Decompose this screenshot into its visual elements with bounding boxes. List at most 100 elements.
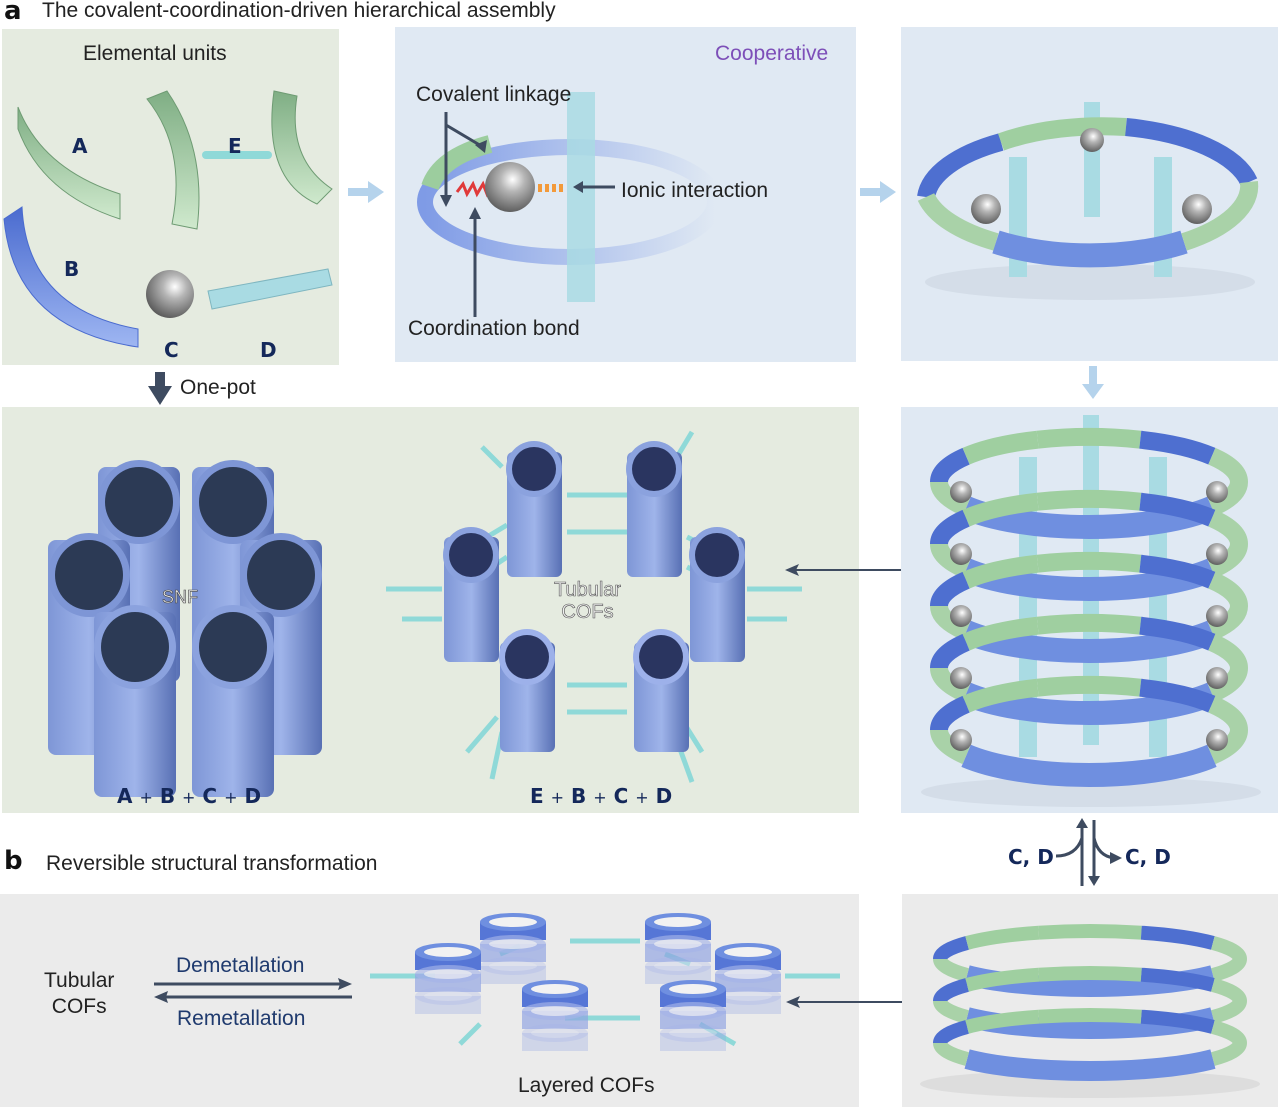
ring-segment [965, 967, 1040, 992]
ring-segment [965, 1009, 1040, 1034]
ring-segment [933, 1020, 970, 1045]
demetallation-label: Demetallation [176, 954, 305, 977]
ring-hole [489, 917, 537, 927]
tubular-cof-tubes [443, 441, 745, 752]
ring-segment [1208, 447, 1248, 483]
cd-remove-label: C, D [1125, 845, 1171, 869]
ring-segment [933, 957, 970, 982]
one-pot-label: One-pot [180, 376, 256, 399]
single-ring-panel [901, 27, 1278, 361]
ring-segment [1038, 1008, 1142, 1024]
unit-e-label: E [228, 134, 242, 158]
metal-sphere [485, 162, 535, 212]
metal-sphere-right [1206, 605, 1228, 627]
formula-plus: + [139, 788, 153, 807]
unit-c-label: C [164, 338, 179, 362]
cof-tube [689, 527, 745, 662]
ring-segment [1140, 925, 1215, 950]
rod-slab [567, 92, 595, 302]
ring-segment [930, 633, 970, 669]
cooperative-title: Cooperative [715, 42, 829, 65]
panel-b-letter: b [4, 846, 23, 876]
ring-hole [424, 969, 472, 979]
ring-segment [933, 999, 970, 1024]
ring-segment [933, 978, 970, 1003]
annotation-arrows [444, 112, 615, 317]
ring-segment [962, 616, 1039, 651]
layered-cof-stack [415, 943, 481, 1014]
ring-segment [1036, 552, 1142, 573]
cof-tube [633, 629, 689, 752]
snf-tube [192, 605, 274, 797]
unit-e-right-arc [271, 90, 333, 205]
ring-segment [930, 729, 970, 765]
ring-segment [1139, 678, 1216, 713]
ring-segment [1208, 667, 1248, 703]
tubular-cofs-line2: COFs [561, 601, 614, 624]
ring-layer [480, 966, 546, 984]
tubular-cofs-line1: Tubular [554, 579, 622, 602]
unit-c-sphere [146, 270, 194, 318]
ring-segment [1038, 966, 1142, 982]
unit-e-left-arc [146, 90, 200, 230]
ring-segment [1208, 543, 1248, 579]
stacked-rings-graphic [921, 415, 1261, 807]
sphere-left [971, 194, 1001, 224]
ring-segment [1210, 978, 1247, 1003]
ring-hole [531, 984, 579, 994]
tubular-cofs-label: Tubular COFs [554, 579, 622, 624]
formula-term: E [530, 784, 544, 808]
single-ring-graphic [917, 102, 1259, 300]
single-ring [917, 117, 1259, 268]
tubular-line1: Tubular [44, 969, 115, 992]
ring-segment [1140, 967, 1215, 992]
formula-term: A [117, 784, 133, 808]
transformation-panel: Tubular COFs Demetallation Remetallation… [0, 894, 859, 1107]
ring-hole [669, 1028, 717, 1038]
sphere-right [1182, 194, 1212, 224]
cooperative-graphic [417, 92, 723, 317]
equilibrium-arrows-icon [154, 978, 352, 1003]
metal-sphere-right [1206, 481, 1228, 503]
arrow-right-icon [860, 181, 896, 203]
ring-segment [1210, 957, 1247, 982]
formula-plus: + [182, 788, 196, 807]
ring-layer [715, 996, 781, 1014]
remetallation-label: Remetallation [177, 1007, 306, 1030]
ring-segment [965, 925, 1040, 950]
unit-d-label: D [260, 338, 277, 362]
elemental-units-title: Elemental units [83, 42, 227, 65]
cof-tube [626, 441, 682, 577]
unit-b-arc [3, 206, 139, 348]
layered-links [370, 938, 840, 1047]
ring-top [522, 1024, 588, 1042]
ring-segment [961, 744, 1217, 787]
arrow-down-icon [148, 372, 172, 405]
formula-plus: + [224, 788, 238, 807]
metal-sphere-right [1206, 543, 1228, 565]
unit-e-rod [202, 151, 272, 159]
ring-top [415, 987, 481, 1005]
ring-segment [930, 605, 970, 641]
ionic-interaction-label: Ionic interaction [621, 179, 769, 202]
tubular-line2: COFs [51, 995, 107, 1018]
ring-segment [1208, 571, 1248, 607]
ring-segment [1210, 1041, 1247, 1066]
formula-term: D [244, 784, 262, 808]
layered-cof-stack [480, 913, 546, 984]
formula-term: C [613, 784, 629, 808]
cof-tube [506, 441, 562, 577]
formula-plus: + [550, 788, 565, 807]
layered-cof-stack [715, 943, 781, 1014]
ring-layer [660, 1033, 726, 1051]
ring-segment [933, 936, 970, 961]
ring-hole [724, 991, 772, 1001]
ring-segment [930, 447, 970, 483]
ring-segment [1139, 554, 1216, 589]
ring-hole [489, 961, 537, 971]
elemental-units-panel: Elemental units A E B C D [2, 29, 339, 365]
ring-segment [1038, 924, 1142, 940]
ring-segment [930, 509, 970, 545]
formula-term: C [202, 784, 218, 808]
ring-hole [531, 1028, 579, 1038]
